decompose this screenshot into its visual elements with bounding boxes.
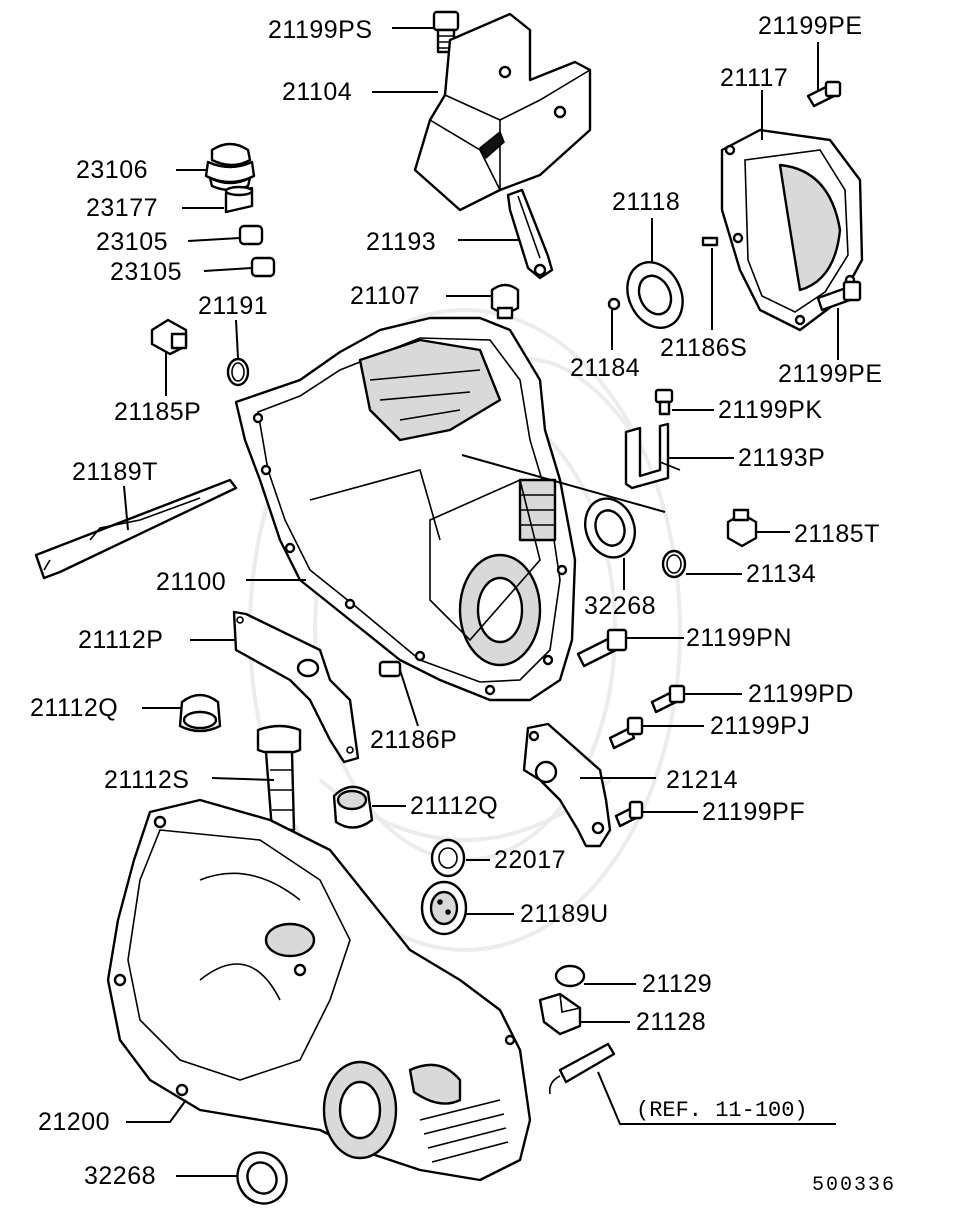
leader-lines: [123, 27, 839, 1177]
clutch-housing-21200-icon: [106, 798, 532, 1182]
plug-21185t-icon: [726, 508, 758, 548]
bolt-21199pj-icon: [608, 716, 644, 750]
label-21199pe-top: 21199PE: [758, 12, 863, 40]
cover-21189u-icon: [420, 880, 468, 936]
part-labels: 21199PS 21104 23106 23177 23105 23105 21…: [30, 12, 896, 1197]
label-21104: 21104: [282, 78, 352, 106]
label-21199pj: 21199PJ: [710, 712, 810, 740]
label-21185t: 21185T: [794, 520, 880, 548]
label-32268-lower: 32268: [84, 1162, 156, 1190]
label-21200: 21200: [38, 1108, 110, 1136]
gasket-21191-icon: [226, 357, 250, 387]
label-23105-b: 23105: [110, 258, 182, 286]
bolt-21199pk-icon: [654, 388, 674, 416]
tube-21112s-icon: [256, 724, 302, 832]
oil-seal-21118-icon: [626, 261, 684, 329]
bracket-21193-icon: [506, 188, 554, 280]
label-21100: 21100: [156, 568, 226, 596]
plug-21185p-icon: [150, 318, 188, 356]
breather-21107-icon: [490, 283, 520, 320]
reference-note: (REF. 11-100): [636, 1098, 808, 1123]
label-21186s: 21186S: [660, 334, 747, 362]
bolt-21199pn-icon: [576, 628, 628, 668]
label-21128: 21128: [636, 1008, 706, 1036]
label-21185p: 21185P: [114, 398, 201, 426]
label-23177: 23177: [86, 194, 158, 222]
plug-21112q-a-icon: [178, 693, 222, 733]
label-21189u: 21189U: [520, 900, 609, 928]
label-21199ps: 21199PS: [268, 16, 373, 44]
seal-22017-icon: [430, 838, 466, 878]
sensor-ref-icon: [548, 1042, 616, 1095]
bush-23105-a-icon: [238, 224, 264, 246]
pin-21186s-icon: [701, 236, 719, 247]
label-21189t: 21189T: [72, 458, 158, 486]
label-21129: 21129: [642, 970, 712, 998]
bolt-21199pd-icon: [650, 684, 686, 714]
label-21214: 21214: [666, 766, 738, 794]
bushing-23177-icon: [224, 185, 254, 214]
label-21186p: 21186P: [370, 726, 457, 754]
label-23105-a: 23105: [96, 228, 168, 256]
bracket-21214-icon: [522, 722, 612, 848]
label-21193p: 21193P: [738, 444, 825, 472]
plug-21112q-b-icon: [332, 785, 374, 829]
transmission-case-21100-icon: [234, 316, 577, 702]
pin-21184-icon: [607, 297, 621, 311]
drawing-number: 500336: [812, 1174, 896, 1197]
label-21112q-middle: 21112Q: [410, 792, 498, 820]
label-21199pk: 21199PK: [718, 396, 823, 424]
bracket-21193p-icon: [624, 422, 681, 490]
label-32268-upper: 32268: [584, 592, 656, 620]
label-21199pn: 21199PN: [686, 624, 792, 652]
label-21193: 21193: [366, 228, 436, 256]
bolt-21199pe-a-icon: [806, 80, 842, 108]
bolt-21199pe-b-icon: [816, 280, 862, 312]
label-21199pe-bottom: 21199PE: [778, 360, 883, 388]
label-21199pf: 21199PF: [702, 798, 805, 826]
cap-21129-icon: [554, 964, 586, 988]
label-21184: 21184: [570, 354, 640, 382]
oil-seal-32268-upper-icon: [584, 497, 636, 559]
label-21107: 21107: [350, 282, 420, 310]
label-21199pd: 21199PD: [748, 680, 854, 708]
oil-seal-32268-lower-icon: [236, 1151, 288, 1205]
mount-bracket-21104-icon: [413, 12, 592, 212]
label-21191: 21191: [198, 292, 268, 320]
label-21117: 21117: [720, 64, 788, 92]
bracket-21128-icon: [538, 992, 582, 1036]
cover-21189t-icon: [34, 478, 238, 580]
label-21112s: 21112S: [104, 766, 189, 794]
label-21118: 21118: [612, 188, 680, 216]
cover-21117-icon: [720, 128, 864, 332]
label-22017: 22017: [494, 846, 566, 874]
label-23106: 23106: [76, 156, 148, 184]
boot-23106-icon: [204, 142, 256, 192]
label-21112p: 21112P: [78, 626, 163, 654]
bush-23105-b-icon: [250, 256, 276, 278]
pin-21186p-icon: [378, 660, 402, 678]
bolt-21199pf-icon: [614, 800, 644, 828]
o-ring-21134-icon: [661, 549, 687, 579]
plate-21112p-icon: [232, 610, 360, 764]
label-21134: 21134: [746, 560, 816, 588]
label-21112q-left: 21112Q: [30, 694, 118, 722]
